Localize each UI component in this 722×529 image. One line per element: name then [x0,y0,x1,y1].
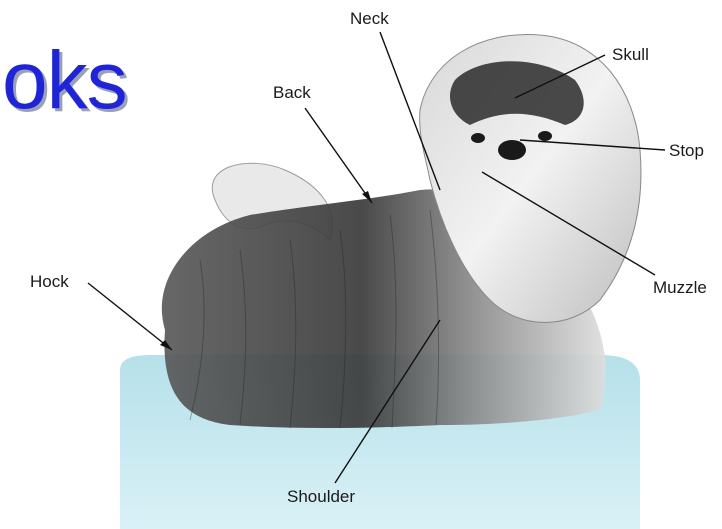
label-stop: Stop [669,142,704,159]
label-neck: Neck [350,10,389,27]
hock-pointer [88,283,172,350]
label-skull: Skull [612,46,649,63]
label-shoulder: Shoulder [287,488,355,505]
label-muzzle: Muzzle [653,279,707,296]
nose-shape [498,140,526,160]
left-eye [471,133,485,143]
label-back: Back [273,84,311,101]
label-hock: Hock [30,273,69,290]
right-eye [538,131,552,141]
